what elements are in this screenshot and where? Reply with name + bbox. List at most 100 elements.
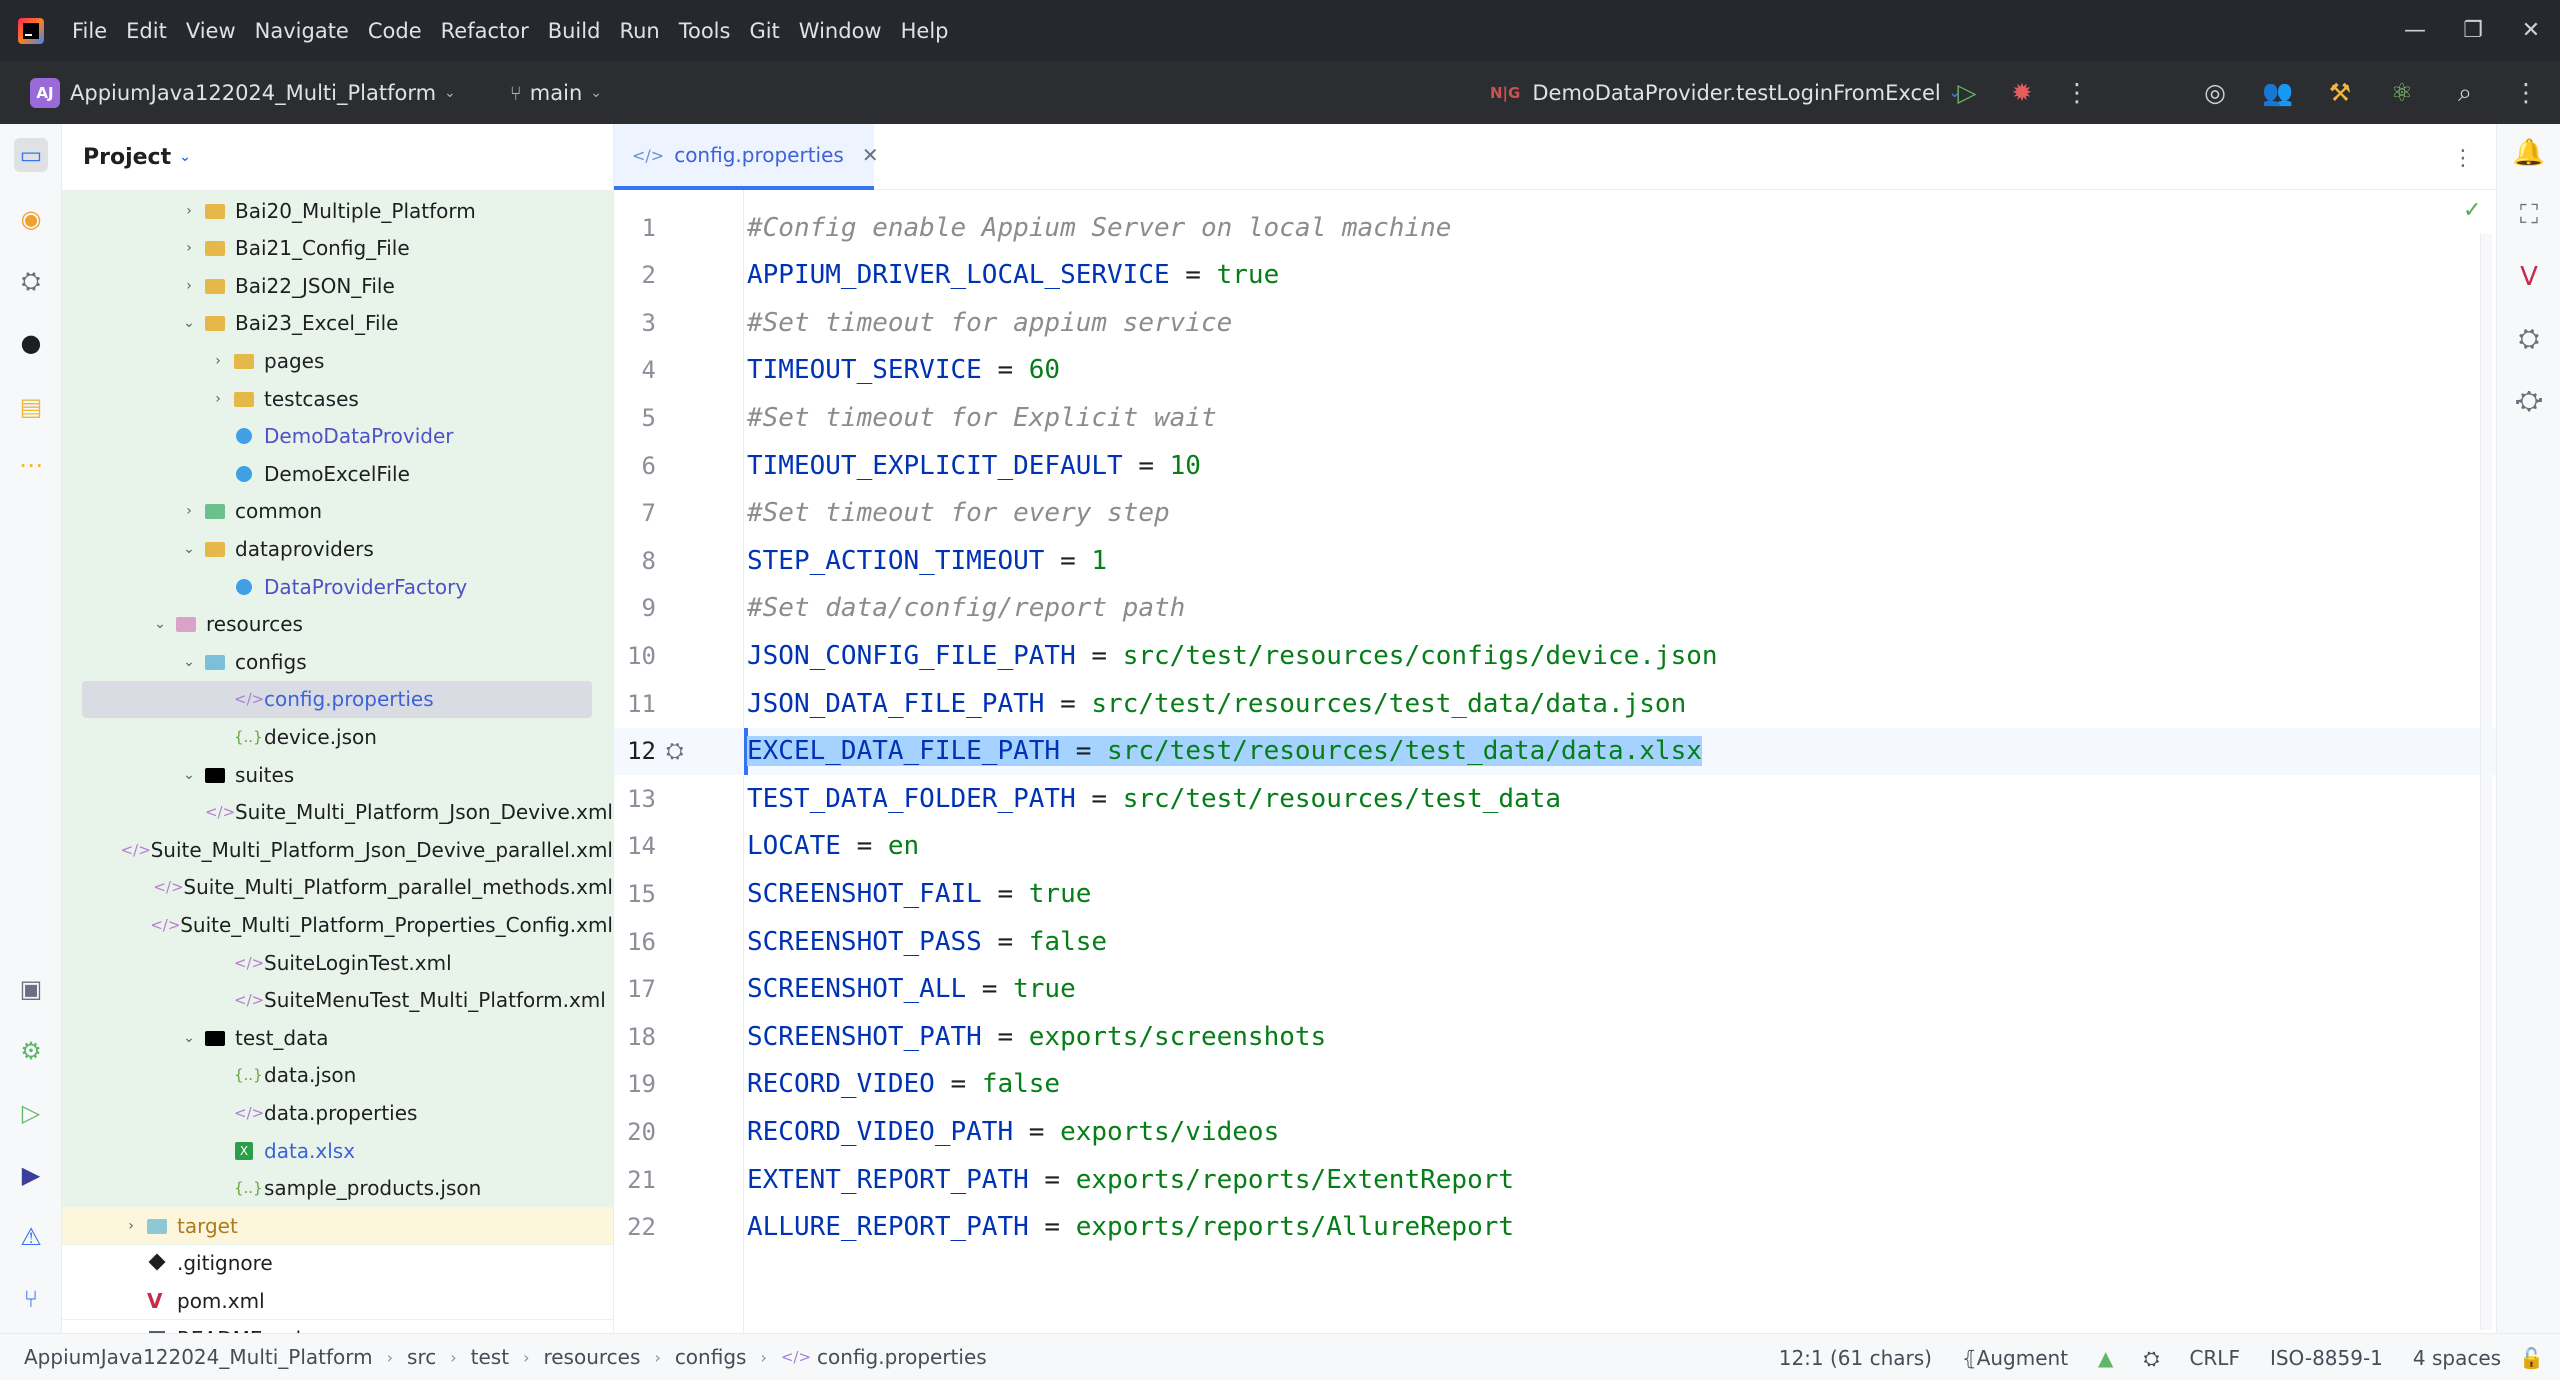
tree-item[interactable]: ⌄suites [62, 756, 613, 793]
tree-item[interactable]: </>SuiteMenuTest_Multi_Platform.xml [62, 982, 613, 1019]
git-icon[interactable]: ⑂ [23, 1285, 39, 1313]
tree-item[interactable]: ›target [62, 1207, 613, 1245]
tree-item[interactable]: ›pages [62, 342, 613, 379]
menu-edit[interactable]: Edit [126, 18, 167, 43]
chevron-right-icon[interactable]: › [215, 390, 221, 407]
search-icon[interactable]: ⌕ [2457, 78, 2472, 107]
chevron-down-icon[interactable]: ⌄ [183, 540, 195, 557]
tab-config-properties[interactable]: </> config.properties ✕ [614, 124, 879, 190]
menu-refactor[interactable]: Refactor [440, 18, 529, 43]
assistant-icon[interactable]: ⛮ [2515, 386, 2543, 416]
tree-item[interactable]: ›common [62, 493, 613, 530]
code-line[interactable]: 1#Config enable Appium Server on local m… [614, 204, 2497, 251]
chevron-right-icon[interactable]: › [128, 1217, 134, 1234]
structure-icon[interactable]: ⛶ [2519, 200, 2539, 230]
chevron-right-icon[interactable]: › [215, 352, 221, 369]
tree-item[interactable]: ⌄Bai23_Excel_File [62, 305, 613, 342]
bookmarks-icon[interactable]: ▣ [19, 975, 43, 1003]
tree-item[interactable]: ›Bai22_JSON_File [62, 267, 613, 304]
project-header[interactable]: Project ⌄ [62, 124, 613, 190]
run-icon[interactable]: ▷ [1957, 78, 1977, 107]
tree-item[interactable]: DemoDataProvider [62, 418, 613, 455]
menu-view[interactable]: View [185, 18, 236, 43]
run-config-selector[interactable]: N|G DemoDataProvider.testLoginFromExcel … [1490, 61, 1960, 124]
copilot-gutter-icon[interactable]: ⛭ [666, 738, 684, 764]
breadcrumb-item[interactable]: config.properties [817, 1345, 987, 1369]
tree-item[interactable]: ›Bai21_Config_File [62, 230, 613, 267]
breadcrumb-item[interactable]: test [470, 1345, 510, 1369]
close-icon[interactable]: ✕ [861, 143, 879, 167]
minimize-button[interactable]: — [2404, 18, 2426, 43]
tree-item[interactable]: ›Bai20_Multiple_Platform [62, 192, 613, 229]
github-icon[interactable]: ● [20, 329, 42, 357]
close-window-button[interactable]: ✕ [2521, 18, 2541, 43]
code-line[interactable]: 7#Set timeout for every step [614, 490, 2497, 537]
more-icon[interactable]: ⋮ [2064, 78, 2090, 107]
tree-item[interactable]: </>data.properties [62, 1094, 613, 1131]
tab-options-icon[interactable]: ⋮ [2452, 146, 2474, 171]
chevron-down-icon[interactable]: ⌄ [183, 766, 195, 783]
breadcrumb-item[interactable]: src [407, 1345, 437, 1369]
chevron-right-icon[interactable]: › [186, 503, 192, 520]
tree-item[interactable]: ›testcases [62, 380, 613, 417]
breadcrumb-item[interactable]: resources [543, 1345, 641, 1369]
tree-item[interactable]: {..}data.json [62, 1057, 613, 1094]
terminal-icon[interactable]: ▶ [21, 1161, 41, 1189]
branch-selector[interactable]: ⑂ main ⌄ [510, 81, 602, 105]
tree-item[interactable]: </>SuiteLoginTest.xml [62, 944, 613, 981]
indent-setting[interactable]: 4 spaces [2412, 1345, 2502, 1370]
tree-item[interactable]: ⌄configs [62, 643, 613, 680]
chevron-right-icon[interactable]: › [186, 240, 192, 257]
tree-item[interactable]: ⌄dataproviders [62, 530, 613, 567]
tree-item[interactable]: {..}sample_products.json [62, 1170, 613, 1207]
more-tools-icon[interactable]: ⋯ [19, 451, 43, 479]
chevron-down-icon[interactable]: ⌄ [444, 84, 456, 101]
project-selector[interactable]: AppiumJava122024_Multi_Platform [70, 80, 437, 105]
chevron-down-icon[interactable]: ⌄ [154, 616, 166, 633]
menu-window[interactable]: Window [798, 18, 882, 43]
breadcrumb-item[interactable]: configs [674, 1345, 747, 1369]
code-line[interactable]: 9#Set data/config/report path [614, 585, 2497, 632]
code-with-me-icon[interactable]: ◎ [2204, 78, 2226, 107]
lock-icon[interactable]: 🔓 [2519, 1345, 2544, 1370]
tree-item[interactable]: DataProviderFactory [62, 568, 613, 605]
services-icon[interactable]: ⚙ [20, 1037, 42, 1065]
menu-build[interactable]: Build [547, 18, 601, 43]
line-separator[interactable]: CRLF [2189, 1345, 2240, 1370]
tree-item[interactable]: data.xlsx [62, 1132, 613, 1169]
tree-item[interactable]: .gitignore [62, 1244, 613, 1282]
code-line[interactable]: 3#Set timeout for appium service [614, 299, 2497, 346]
debug-icon[interactable]: ✹ [2011, 78, 2033, 107]
code-line[interactable]: 12⛭EXCEL_DATA_FILE_PATH = src/test/resou… [614, 727, 2497, 775]
tree-item[interactable]: </>Suite_Multi_Platform_parallel_methods… [62, 869, 613, 906]
database-icon[interactable]: ▤ [19, 393, 43, 421]
menu-tools[interactable]: Tools [678, 18, 731, 43]
ai-icon[interactable]: ⚛ [2390, 78, 2414, 107]
maven-icon[interactable]: V [2520, 262, 2538, 292]
kebab-menu-icon[interactable]: ⋮ [2513, 78, 2539, 107]
menu-navigate[interactable]: Navigate [254, 18, 349, 43]
caret-position[interactable]: 12:1 (61 chars) [1778, 1345, 1932, 1370]
inspection-ok-icon[interactable]: ✓ [2463, 198, 2482, 223]
build-tools-icon[interactable]: ⚒ [2328, 78, 2352, 107]
augment-status[interactable]: ⦃Augment [1962, 1345, 2069, 1370]
restore-button[interactable]: ❐ [2463, 18, 2483, 43]
tree-item[interactable]: </>Suite_Multi_Platform_Json_Devive_para… [62, 831, 613, 868]
chevron-down-icon[interactable]: ⌄ [183, 315, 195, 332]
chevron-right-icon[interactable]: › [186, 277, 192, 294]
copilot-status-icon[interactable]: ⛭ [2143, 1345, 2160, 1370]
code-line[interactable]: 5#Set timeout for Explicit wait [614, 394, 2497, 441]
collab-icon[interactable]: 👥 [2262, 78, 2294, 107]
